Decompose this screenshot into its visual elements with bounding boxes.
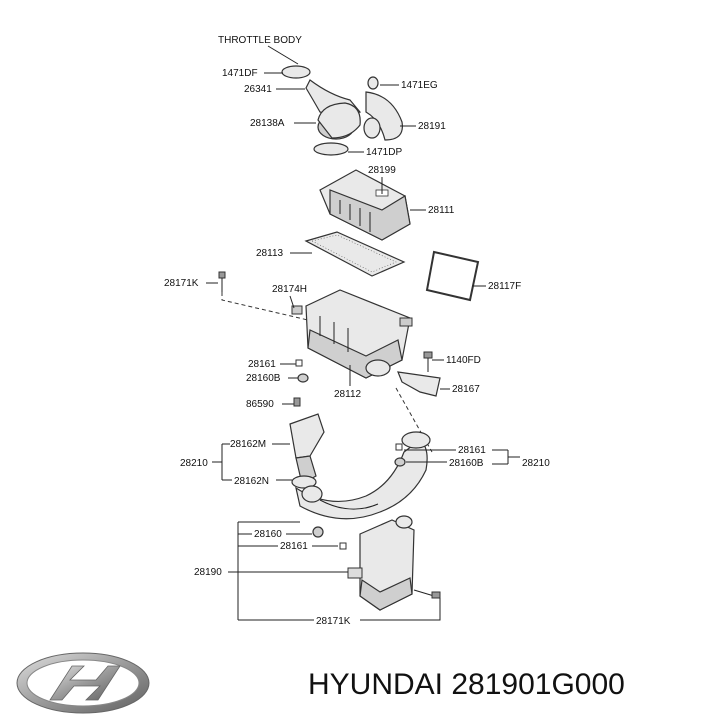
bracket-28210-left xyxy=(212,443,232,481)
label-1471DP: 1471DP xyxy=(366,147,402,158)
intake-hose-assembly xyxy=(281,65,403,156)
label-86590: 86590 xyxy=(246,399,274,410)
leader-throttle-body xyxy=(267,45,299,65)
leader-28171K-bottom xyxy=(360,598,441,621)
resonator-duct xyxy=(289,413,325,489)
label-28111: 28111 xyxy=(428,205,455,216)
resonator-28190 xyxy=(347,515,435,611)
label-28191: 28191 xyxy=(418,121,446,132)
label-28112: 28112 xyxy=(334,389,362,400)
label-28160B-b: 28160B xyxy=(449,458,484,469)
label-28113: 28113 xyxy=(256,248,284,259)
grommet-28161-c xyxy=(339,542,347,550)
dashed-guide-mid xyxy=(395,387,433,453)
bolt-bottom xyxy=(431,591,441,599)
grommet-28161-a xyxy=(295,359,303,367)
leader-28174H xyxy=(289,295,295,309)
label-28171K-top: 28171K xyxy=(164,278,199,289)
bracket-28210-right xyxy=(492,449,520,465)
label-1140FD: 1140FD xyxy=(446,355,481,366)
intake-duct xyxy=(295,431,431,520)
label-1471EG: 1471EG xyxy=(401,80,438,91)
bracket-28190 xyxy=(228,521,348,621)
bushing-28160B-a xyxy=(297,373,309,383)
label-28117F: 28117F xyxy=(488,281,521,292)
mounting-bracket xyxy=(397,351,441,397)
label-1471DF: 1471DF xyxy=(222,68,258,79)
grommet-28161-b xyxy=(395,443,403,451)
hyundai-logo-icon xyxy=(16,652,150,714)
label-28171K-bottom: 28171K xyxy=(316,616,351,627)
air-filter-element xyxy=(304,231,406,277)
bushing-28160B-b xyxy=(394,457,406,467)
brand-part-number: HYUNDAI 281901G000 xyxy=(308,668,625,701)
label-28161-a: 28161 xyxy=(248,359,276,370)
label-28161-c: 28161 xyxy=(280,541,308,552)
clip-86590 xyxy=(293,397,301,407)
label-28138A: 28138A xyxy=(250,118,285,129)
label-28162M: 28162M xyxy=(230,439,266,450)
bolt-top xyxy=(218,271,226,292)
label-28199: 28199 xyxy=(368,165,396,176)
label-28190: 28190 xyxy=(194,567,222,578)
label-28162N: 28162N xyxy=(234,476,269,487)
label-26341: 26341 xyxy=(244,84,272,95)
throttle-body-title: THROTTLE BODY xyxy=(218,35,302,46)
air-cleaner-lower-body xyxy=(291,289,413,379)
dashed-guide-top xyxy=(221,292,309,321)
bushing-28160 xyxy=(312,526,324,538)
label-28161-b: 28161 xyxy=(458,445,486,456)
label-28160: 28160 xyxy=(254,529,282,540)
label-28174H: 28174H xyxy=(272,284,307,295)
air-cleaner-cover xyxy=(319,169,411,241)
label-28167: 28167 xyxy=(452,384,480,395)
filter-seal-frame xyxy=(425,250,480,302)
label-28210-left: 28210 xyxy=(180,458,208,469)
label-28210-right: 28210 xyxy=(522,458,550,469)
label-28160B-a: 28160B xyxy=(246,373,281,384)
